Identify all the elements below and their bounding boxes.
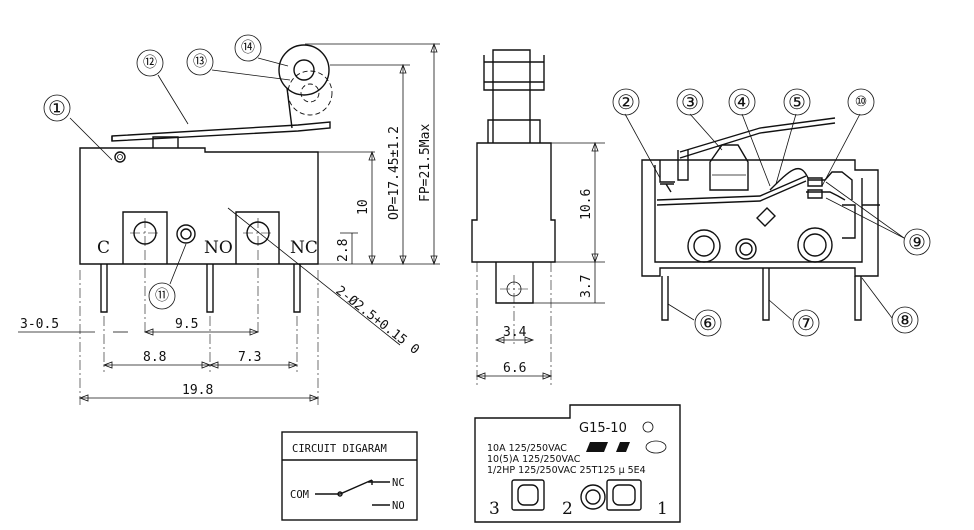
callout-13: ⑬ (186, 48, 214, 76)
terminal-3-label: 3 (489, 499, 500, 519)
rating-line-1: 10A 125/250VAC (487, 443, 567, 454)
svg-text:①: ① (48, 96, 66, 120)
svg-text:⑦: ⑦ (797, 311, 815, 335)
dim-3.7: 3.7 (579, 275, 594, 298)
svg-text:④: ④ (733, 90, 751, 114)
callout-2: ② (612, 88, 640, 116)
model-number: G15-10 (579, 421, 627, 436)
dim-6.6: 6.6 (503, 361, 526, 376)
certification-marks-icon (586, 440, 667, 454)
internal-view: ② ③ ④ ⑤ ⑩ ⑨ ⑥ ⑦ (612, 88, 931, 337)
circuit-com-label: COM (290, 489, 309, 501)
callout-5: ⑤ (783, 88, 811, 116)
front-view: 3-0.5 9.5 8.8 7.3 19.8 10 2.8 (18, 34, 440, 405)
terminal-1-label: 1 (657, 499, 668, 519)
callout-3: ③ (676, 88, 704, 116)
rating-line-2: 10(5)A 125/250VAC (487, 454, 581, 465)
svg-text:⑥: ⑥ (699, 311, 717, 335)
callout-11: ⑪ (148, 282, 176, 310)
circuit-no-label: NO (392, 500, 405, 512)
callout-7: ⑦ (792, 309, 820, 337)
circuit-diagram: CIRCUIT DIGARAM COM NC NO (281, 431, 418, 521)
svg-text:⑫: ⑫ (143, 55, 157, 71)
side-view: 10.6 3.7 3.4 6.6 (471, 49, 605, 385)
dim-10: 10 (356, 199, 371, 215)
svg-text:③: ③ (681, 90, 699, 114)
dim-3-0.5: 3-0.5 (20, 317, 59, 332)
callout-12: ⑫ (136, 49, 164, 77)
callout-9: ⑨ (903, 228, 931, 256)
callout-10: ⑩ (847, 88, 875, 116)
dim-9.5: 9.5 (175, 317, 198, 332)
dim-8.8: 8.8 (143, 350, 166, 365)
svg-text:⑤: ⑤ (788, 90, 806, 114)
dim-7.3: 7.3 (238, 350, 261, 365)
circuit-title: CIRCUIT DIGARAM (292, 443, 387, 455)
dim-3.4: 3.4 (503, 325, 527, 340)
terminal-no-label: NO (204, 238, 233, 258)
callout-6: ⑥ (694, 309, 722, 337)
callout-8: ⑧ (891, 306, 919, 334)
dim-10.6: 10.6 (579, 189, 594, 220)
dim-fp: FP=21.5Max (418, 124, 433, 202)
callout-1: ① (43, 94, 71, 122)
svg-text:⑩: ⑩ (855, 94, 868, 110)
svg-text:⑧: ⑧ (896, 308, 914, 332)
dim-19.8: 19.8 (182, 383, 213, 398)
dim-2.8: 2.8 (336, 239, 351, 262)
terminal-c-label: C (97, 238, 110, 258)
rating-line-3: 1/2HP 125/250VAC 25T125 μ 5E4 (487, 465, 646, 476)
terminal-nc-label: NC (290, 238, 318, 258)
svg-text:②: ② (617, 90, 635, 114)
circuit-nc-label: NC (392, 477, 405, 489)
svg-text:⑭: ⑭ (241, 40, 255, 56)
callout-14: ⑭ (234, 34, 262, 62)
dim-op: OP=17.45±1.2 (387, 126, 402, 220)
svg-text:⑨: ⑨ (908, 230, 926, 254)
terminal-2-label: 2 (562, 499, 573, 519)
label-plate: G15-10 10A 125/250VAC 10(5)A 125/250VAC … (474, 404, 681, 523)
svg-text:⑬: ⑬ (193, 54, 207, 70)
dim-holes: 2-Ø2.5+0.15 0 (333, 283, 422, 357)
svg-text:⑪: ⑪ (155, 288, 169, 304)
callout-4: ④ (728, 88, 756, 116)
